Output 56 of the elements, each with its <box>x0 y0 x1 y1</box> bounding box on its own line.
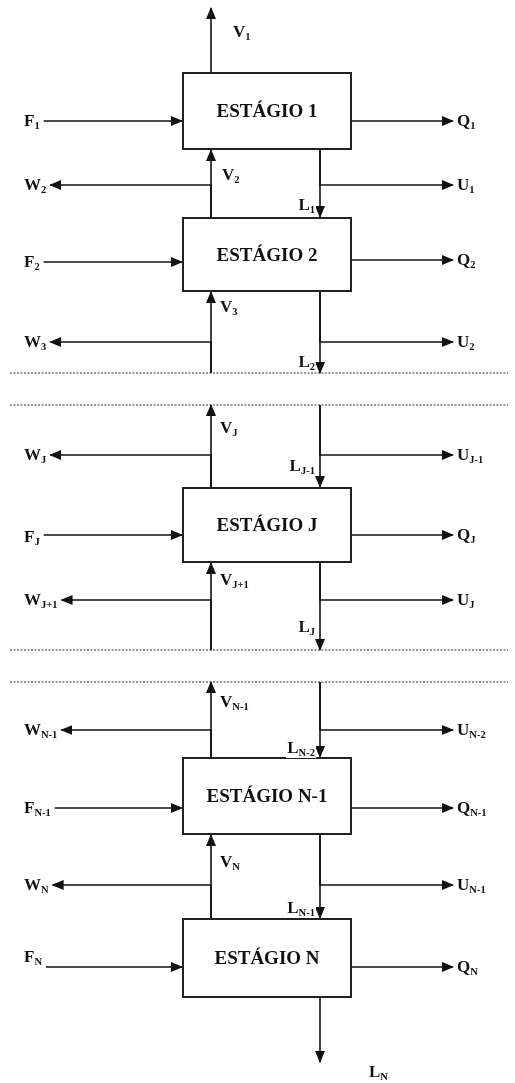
stream-label: F$_{N-1}$ <box>24 798 51 818</box>
stream-label: W$_{N-1}$ <box>24 720 58 740</box>
flow-arrow <box>319 291 454 347</box>
stream-label: W$_{J}$ <box>24 445 47 465</box>
flow-arrow <box>319 834 454 890</box>
stream-label: W$_{N}$ <box>24 875 49 895</box>
flow-arrow <box>42 257 183 267</box>
flow-arrow <box>49 180 212 218</box>
flow-arrow <box>319 562 454 605</box>
stage-label: ESTÁGIO N-1 <box>206 785 328 807</box>
stream-label: F$_{1}$ <box>24 111 40 131</box>
flow-arrow <box>60 595 212 651</box>
flow-arrow <box>54 803 183 813</box>
stream-label: U$_{2}$ <box>457 332 475 352</box>
stream-label: F$_{J}$ <box>24 527 40 547</box>
flow-arrow <box>206 7 216 73</box>
stream-label: Q$_{N-1}$ <box>457 798 487 818</box>
flow-arrow <box>351 116 454 126</box>
flow-arrow <box>319 149 454 190</box>
stream-label: Q$_{1}$ <box>457 111 476 131</box>
stage-label: ESTÁGIO 2 <box>216 243 318 266</box>
flow-arrow <box>49 450 212 488</box>
stream-label: U$_{1}$ <box>457 175 475 195</box>
flow-arrow <box>49 337 212 374</box>
stage-label: ESTÁGIO J <box>216 514 318 536</box>
stream-label: F$_{N}$ <box>24 947 42 967</box>
stream-label: U$_{J-1}$ <box>457 445 484 465</box>
flow-arrow <box>315 997 325 1063</box>
stream-label: F$_{2}$ <box>24 252 40 272</box>
stage-box <box>182 757 352 835</box>
flow-arrow <box>351 803 454 813</box>
flow-arrow <box>45 962 183 972</box>
stream-label: W$_{3}$ <box>24 332 47 352</box>
stage-box <box>182 918 352 998</box>
stage-box <box>182 217 352 292</box>
stream-label: Q$_{2}$ <box>457 250 476 270</box>
stage-box <box>182 487 352 563</box>
flow-arrow <box>42 530 183 540</box>
flow-arrow <box>319 681 454 735</box>
flow-arrow <box>351 530 454 540</box>
flow-arrow <box>351 255 454 265</box>
stream-label: Q$_{J}$ <box>457 525 476 545</box>
stream-label: U$_{N-2}$ <box>457 720 486 740</box>
flow-arrow <box>319 404 454 460</box>
stream-label: Q$_{N}$ <box>457 957 478 977</box>
flow-arrow <box>51 880 212 919</box>
stage-label: ESTÁGIO 1 <box>216 100 318 122</box>
flow-arrow <box>351 962 454 972</box>
stage-box <box>182 72 352 150</box>
stream-label: U$_{N-1}$ <box>457 875 486 895</box>
stream-label: W$_{2}$ <box>24 175 47 195</box>
stream-label: U$_{J}$ <box>457 590 475 610</box>
stream-label: W$_{J+1}$ <box>24 590 58 610</box>
stage-label: ESTÁGIO N <box>214 947 320 969</box>
flow-arrow <box>60 725 212 758</box>
flow-arrow <box>42 116 183 126</box>
